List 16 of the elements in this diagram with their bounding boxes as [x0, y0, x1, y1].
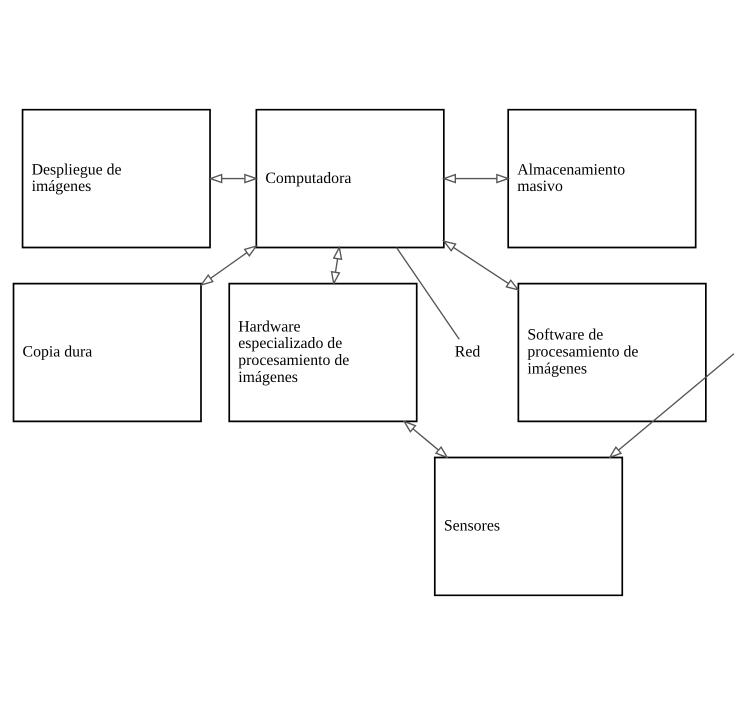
node-box: Computadora — [255, 108, 444, 248]
arrow — [402, 420, 448, 458]
arrow — [330, 245, 342, 285]
arrow — [199, 244, 258, 286]
node-box: Hardware especializado de procesamiento de imágenes — [228, 282, 418, 422]
arrow — [208, 173, 258, 183]
node-box: Despliegue de imágenes — [21, 108, 210, 248]
connector — [395, 246, 460, 340]
arrow — [441, 173, 510, 183]
arrow — [608, 352, 734, 458]
node-text: Red — [454, 343, 480, 360]
node-box: Software de procesamiento de imágenes — [517, 282, 706, 422]
arrow — [442, 240, 520, 290]
node-box: Copia dura — [12, 282, 202, 422]
node-box: Sensores — [433, 456, 623, 596]
node-box: Almacenamiento masivo — [506, 108, 696, 248]
